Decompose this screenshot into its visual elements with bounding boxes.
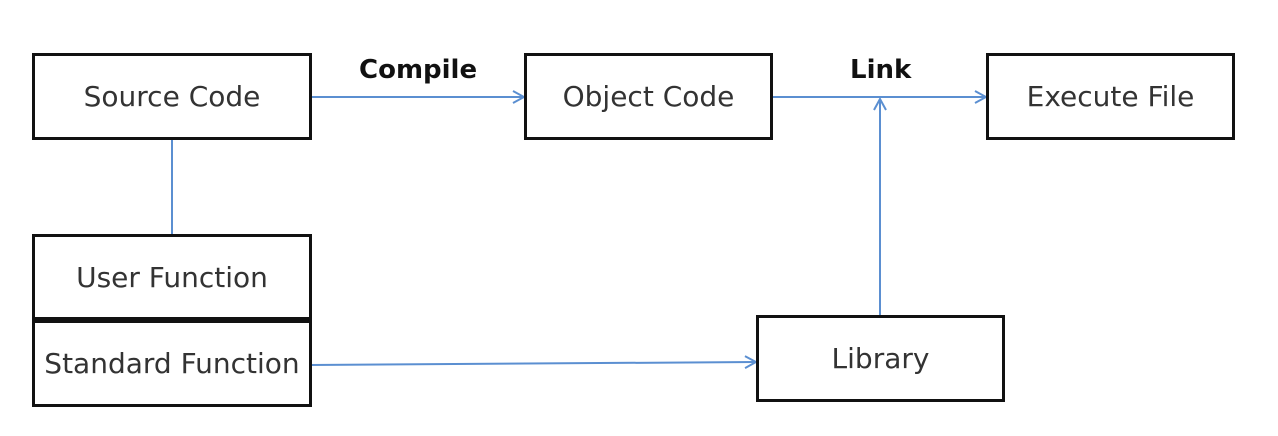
link-label: Link [850, 55, 912, 85]
library-box: Library [756, 315, 1005, 402]
library-label: Library [831, 342, 930, 375]
user-function-box: User Function [32, 234, 312, 320]
standard-function-to-library-arrow [309, 362, 756, 365]
source-code-box: Source Code [32, 53, 312, 140]
execute-file-label: Execute File [1026, 80, 1195, 113]
standard-function-label: Standard Function [44, 347, 300, 380]
source-code-label: Source Code [83, 80, 261, 113]
standard-function-box: Standard Function [32, 320, 312, 407]
object-code-box: Object Code [524, 53, 773, 140]
execute-file-box: Execute File [986, 53, 1235, 140]
user-function-label: User Function [76, 260, 268, 294]
object-code-label: Object Code [562, 80, 735, 113]
compile-label: Compile [359, 55, 478, 85]
